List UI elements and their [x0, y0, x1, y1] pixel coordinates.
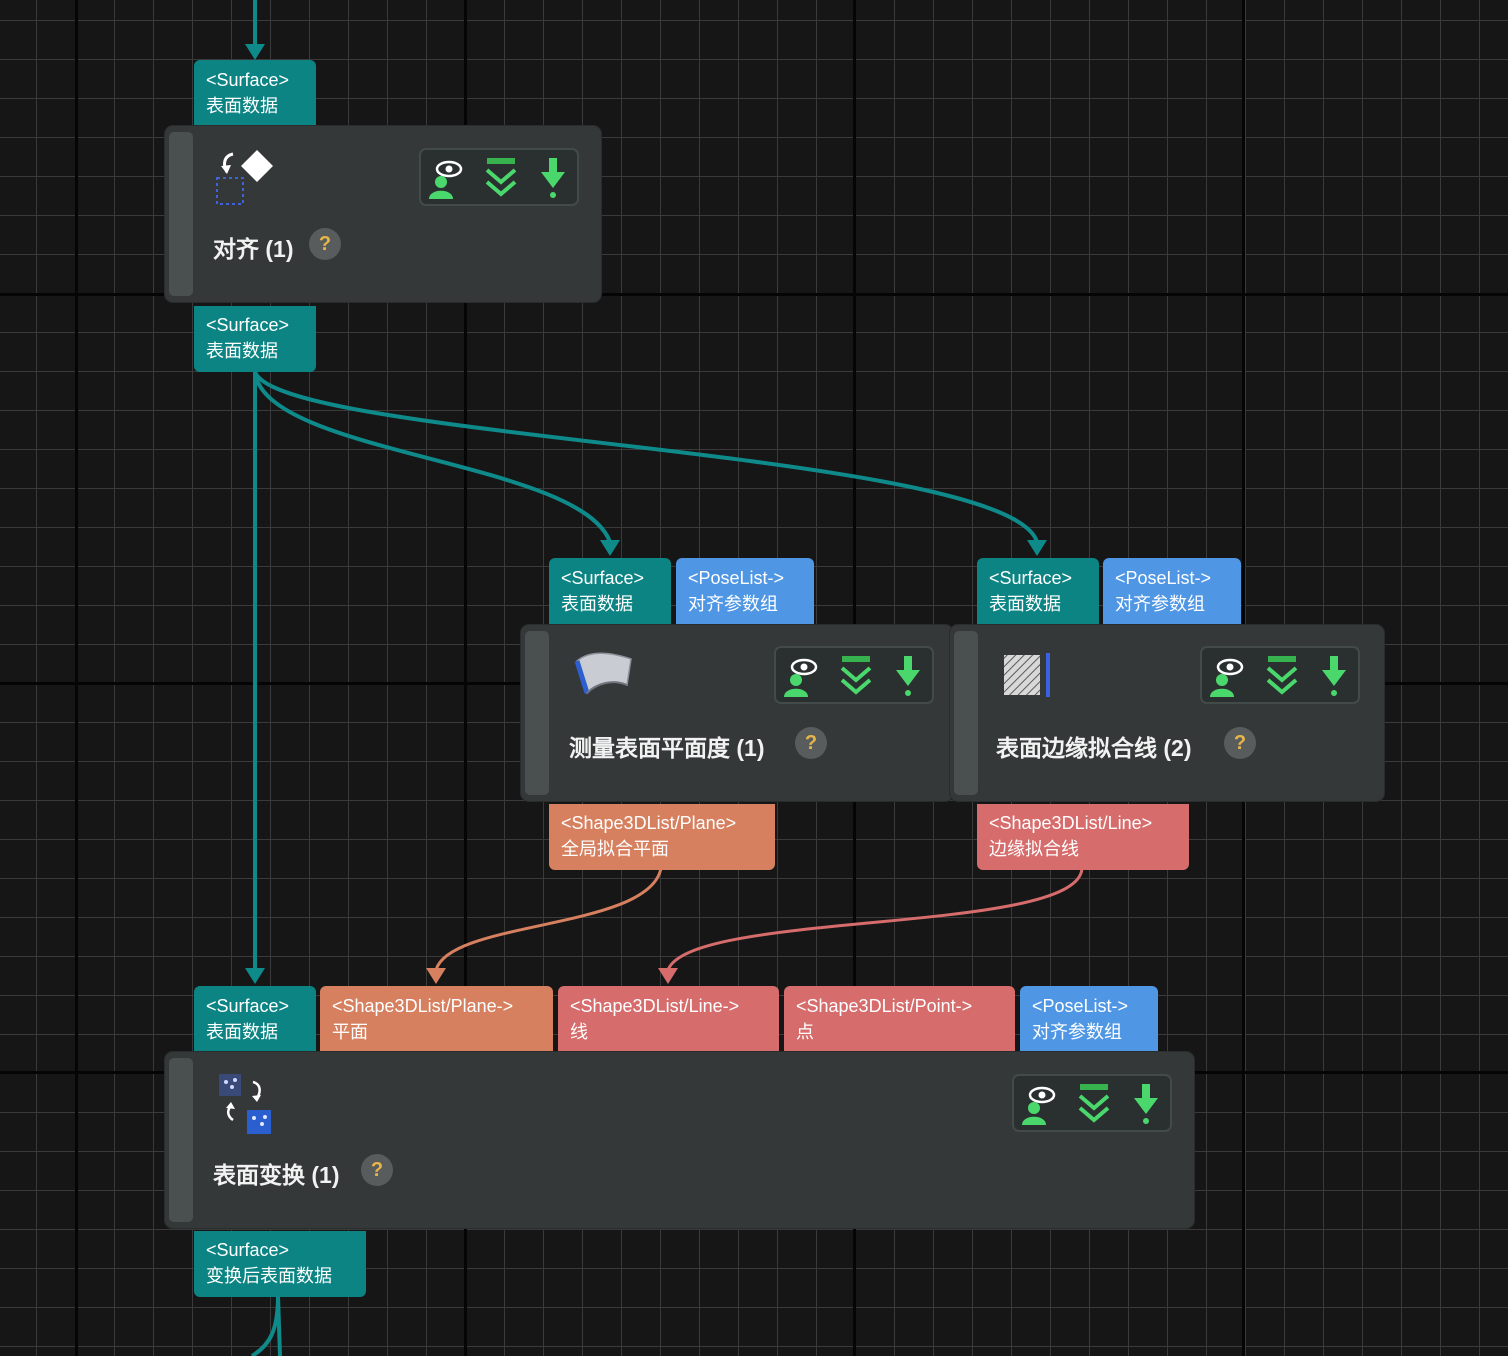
port-type: <PoseList-> — [1115, 568, 1212, 588]
port-type: <Surface> — [561, 568, 645, 588]
align-output-port-surface[interactable]: <Surface> 表面数据 — [194, 306, 316, 372]
node-edge-line[interactable]: 表面边缘拟合线 (2) ? — [950, 625, 1384, 801]
download-arrow-icon[interactable] — [531, 156, 575, 200]
node-title: 对齐 (1) — [213, 236, 294, 262]
wire-align-to-transform-arrow — [245, 968, 265, 984]
wire-align-to-edgeline-arrow — [1027, 540, 1047, 556]
port-type: <Shape3DList/Line> — [989, 813, 1153, 833]
port-label: 点 — [796, 1022, 814, 1042]
port-label: 线 — [570, 1022, 588, 1042]
node-title: 测量表面平面度 (1) — [569, 735, 765, 761]
collapse-chevrons-icon[interactable] — [479, 156, 523, 200]
node-drag-handle[interactable] — [169, 132, 193, 296]
port-label: 平面 — [332, 1022, 368, 1042]
edge-line-icon — [1004, 653, 1050, 697]
port-label: 表面数据 — [561, 594, 633, 614]
port-type: <Shape3DList/Line-> — [570, 996, 740, 1016]
help-button[interactable]: ? — [1224, 727, 1256, 759]
port-label: 对齐参数组 — [1115, 594, 1205, 614]
edgeline-input-port-poselist[interactable]: <PoseList-> 对齐参数组 — [1103, 558, 1241, 624]
flatness-input-port-surface[interactable]: <Surface> 表面数据 — [549, 558, 671, 624]
node-title: 表面变换 (1) — [213, 1162, 340, 1188]
node-drag-handle[interactable] — [169, 1058, 193, 1222]
node-toolbar — [774, 646, 934, 704]
node-surface-transform[interactable]: 表面变换 (1) ? — [165, 1052, 1194, 1228]
node-toolbar — [419, 148, 579, 206]
eye-person-icon[interactable] — [1018, 1082, 1062, 1126]
align-input-port-surface[interactable]: <Surface> 表面数据 — [194, 60, 316, 126]
wire-transform-output — [250, 1295, 282, 1356]
port-type: <Shape3DList/Point-> — [796, 996, 973, 1016]
port-label: 表面数据 — [989, 594, 1061, 614]
help-button[interactable]: ? — [309, 228, 341, 260]
transform-input-port-point[interactable]: <Shape3DList/Point-> 点 — [784, 986, 1015, 1052]
wire-plane-to-transform-arrow — [426, 968, 446, 984]
port-label: 边缘拟合线 — [989, 839, 1079, 859]
transform-input-port-poselist[interactable]: <PoseList-> 对齐参数组 — [1020, 986, 1158, 1052]
port-type: <PoseList-> — [688, 568, 785, 588]
collapse-chevrons-icon[interactable] — [1072, 1082, 1116, 1126]
transform-input-port-line[interactable]: <Shape3DList/Line-> 线 — [558, 986, 779, 1052]
wire-align-to-edgeline — [253, 371, 1039, 543]
transform-input-port-plane[interactable]: <Shape3DList/Plane-> 平面 — [320, 986, 553, 1052]
download-arrow-icon[interactable] — [1312, 654, 1356, 698]
transform-input-port-surface[interactable]: <Surface> 表面数据 — [194, 986, 316, 1052]
port-label: 全局拟合平面 — [561, 839, 669, 859]
node-toolbar — [1012, 1074, 1172, 1132]
download-arrow-icon[interactable] — [1124, 1082, 1168, 1126]
port-type: <Shape3DList/Plane-> — [332, 996, 514, 1016]
port-label: 变换后表面数据 — [206, 1266, 332, 1286]
port-type: <Surface> — [206, 70, 290, 90]
edgeline-input-port-surface[interactable]: <Surface> 表面数据 — [977, 558, 1099, 624]
eye-person-icon[interactable] — [425, 156, 469, 200]
node-toolbar — [1200, 646, 1360, 704]
port-label: 表面数据 — [206, 341, 278, 361]
port-type: <PoseList-> — [1032, 996, 1129, 1016]
surface-transform-icon — [219, 1074, 271, 1134]
wire-plane-to-transform — [434, 867, 663, 971]
eye-person-icon[interactable] — [780, 654, 824, 698]
wire-line-to-transform — [666, 867, 1084, 971]
wire-align-to-flatness — [253, 371, 612, 543]
flatness-output-port-plane[interactable]: <Shape3DList/Plane> 全局拟合平面 — [549, 804, 775, 870]
eye-person-icon[interactable] — [1206, 654, 1250, 698]
port-type: <Surface> — [206, 315, 290, 335]
align-icon — [216, 150, 273, 205]
node-drag-handle[interactable] — [525, 631, 549, 795]
port-type: <Shape3DList/Plane> — [561, 813, 737, 833]
port-label: 对齐参数组 — [688, 594, 778, 614]
transform-output-port-surface[interactable]: <Surface> 变换后表面数据 — [194, 1231, 366, 1297]
port-label: 表面数据 — [206, 1022, 278, 1042]
help-button[interactable]: ? — [795, 727, 827, 759]
port-type: <Surface> — [206, 996, 290, 1016]
port-label: 对齐参数组 — [1032, 1022, 1122, 1042]
wire-top-input-arrow — [245, 44, 265, 60]
port-type: <Surface> — [989, 568, 1073, 588]
edgeline-output-port-line[interactable]: <Shape3DList/Line> 边缘拟合线 — [977, 804, 1189, 870]
surface-flatness-icon — [574, 652, 632, 695]
port-type: <Surface> — [206, 1240, 290, 1260]
node-drag-handle[interactable] — [954, 631, 978, 795]
wire-line-to-transform-arrow — [658, 968, 678, 984]
collapse-chevrons-icon[interactable] — [1260, 654, 1304, 698]
node-align[interactable]: 对齐 (1) ? — [165, 126, 601, 302]
download-arrow-icon[interactable] — [886, 654, 930, 698]
collapse-chevrons-icon[interactable] — [834, 654, 878, 698]
flatness-input-port-poselist[interactable]: <PoseList-> 对齐参数组 — [676, 558, 814, 624]
help-button[interactable]: ? — [361, 1154, 393, 1186]
wire-align-to-flatness-arrow — [600, 540, 620, 556]
node-title: 表面边缘拟合线 (2) — [996, 735, 1192, 761]
port-label: 表面数据 — [206, 96, 278, 116]
node-flatness[interactable]: 测量表面平面度 (1) ? — [521, 625, 953, 801]
